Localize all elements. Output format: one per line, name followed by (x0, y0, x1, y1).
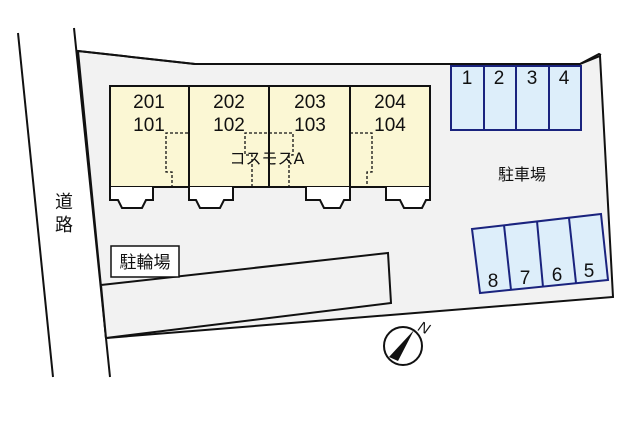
unit-upper-2: 202 (213, 92, 245, 113)
unit-upper-3: 203 (294, 92, 326, 113)
stall-1: 1 (462, 68, 473, 89)
building-name: コスモスA (230, 149, 305, 168)
unit-upper-1: 201 (133, 92, 165, 113)
north-arrow-icon: N (383, 318, 432, 366)
bicycle-parking-area (99, 251, 393, 340)
stall-4: 4 (559, 68, 570, 89)
stall-7: 7 (520, 268, 531, 289)
stall-3: 3 (527, 68, 538, 89)
bicycle-parking-label-box (110, 245, 180, 278)
parking-label: 駐車場 (498, 165, 546, 184)
unit-lower-1: 101 (133, 115, 165, 136)
road-label-2: 路 (55, 215, 73, 236)
bicycle-parking-label: 駐輪場 (120, 253, 171, 273)
unit-lower-2: 102 (213, 115, 245, 136)
stall-2: 2 (494, 68, 505, 89)
unit-upper-4: 204 (374, 92, 406, 113)
unit-lower-3: 103 (294, 115, 326, 136)
road-edge-left (17, 32, 54, 378)
building-cosmos-a: 201 101 202 102 203 103 204 104 コスモスA (109, 85, 431, 209)
unit-lower-4: 104 (374, 115, 406, 136)
parking-stalls-bottom: 8 7 6 5 (470, 212, 610, 295)
parking-stalls-top: 1 2 3 4 (450, 65, 582, 131)
stall-6: 6 (552, 265, 563, 286)
road-label-1: 道 (55, 192, 73, 213)
stall-8: 8 (488, 271, 499, 292)
stall-5: 5 (584, 261, 595, 282)
